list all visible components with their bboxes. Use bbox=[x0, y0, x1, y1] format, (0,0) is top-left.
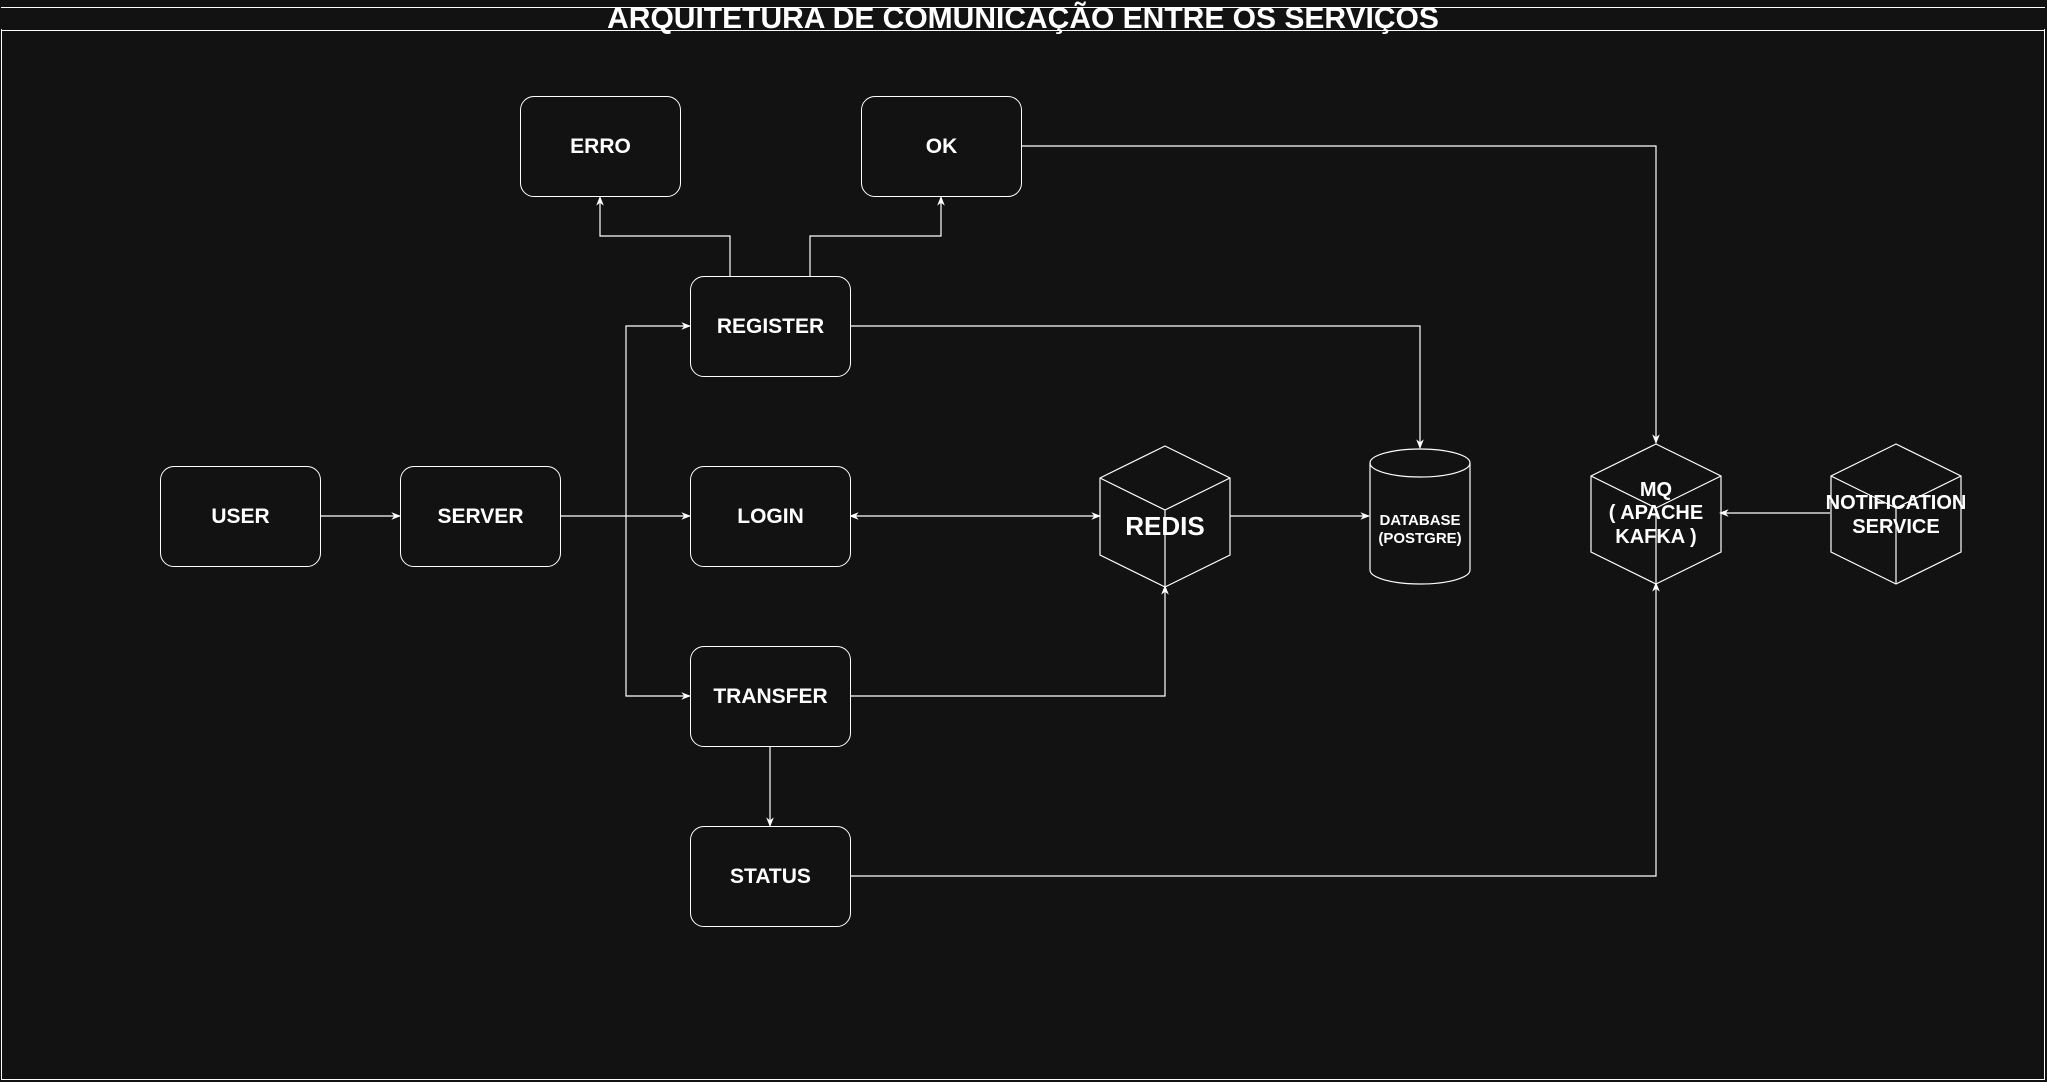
node-status: STATUS bbox=[690, 826, 851, 927]
node-erro: ERRO bbox=[520, 96, 681, 197]
node-transfer: TRANSFER bbox=[690, 646, 851, 747]
edge-register-database bbox=[850, 325, 1424, 449]
mq-cube-icon bbox=[1590, 443, 1722, 585]
node-server: SERVER bbox=[400, 466, 561, 567]
diagram-title: ARQUITETURA DE COMUNICAÇÃO ENTRE OS SERV… bbox=[1, 2, 2045, 35]
edge-server-register bbox=[625, 322, 691, 516]
edge-server-transfer bbox=[625, 516, 691, 700]
node-notification-label: NOTIFICATION SERVICE bbox=[1825, 492, 1967, 538]
edge-transfer-redis bbox=[850, 585, 1169, 697]
database-cylinder-icon bbox=[1369, 448, 1471, 585]
redis-cube-icon bbox=[1099, 445, 1231, 588]
node-user: USER bbox=[160, 466, 321, 567]
node-redis-label: REDIS bbox=[1125, 510, 1205, 541]
edge-ok-mq bbox=[1021, 145, 1660, 444]
notification-cube-icon bbox=[1830, 443, 1962, 585]
node-mq-label: MQ ( APACHE KAFKA ) bbox=[1608, 478, 1704, 548]
edge-register-ok bbox=[809, 196, 945, 276]
diagram-frame bbox=[1, 29, 2045, 1080]
node-login: LOGIN bbox=[690, 466, 851, 567]
node-database-label: DATABASE (POSTGRE) bbox=[1378, 512, 1462, 547]
edge-register-erro bbox=[596, 196, 731, 276]
node-ok: OK bbox=[861, 96, 1022, 197]
edge-status-mq bbox=[850, 582, 1660, 877]
node-register: REGISTER bbox=[690, 276, 851, 377]
